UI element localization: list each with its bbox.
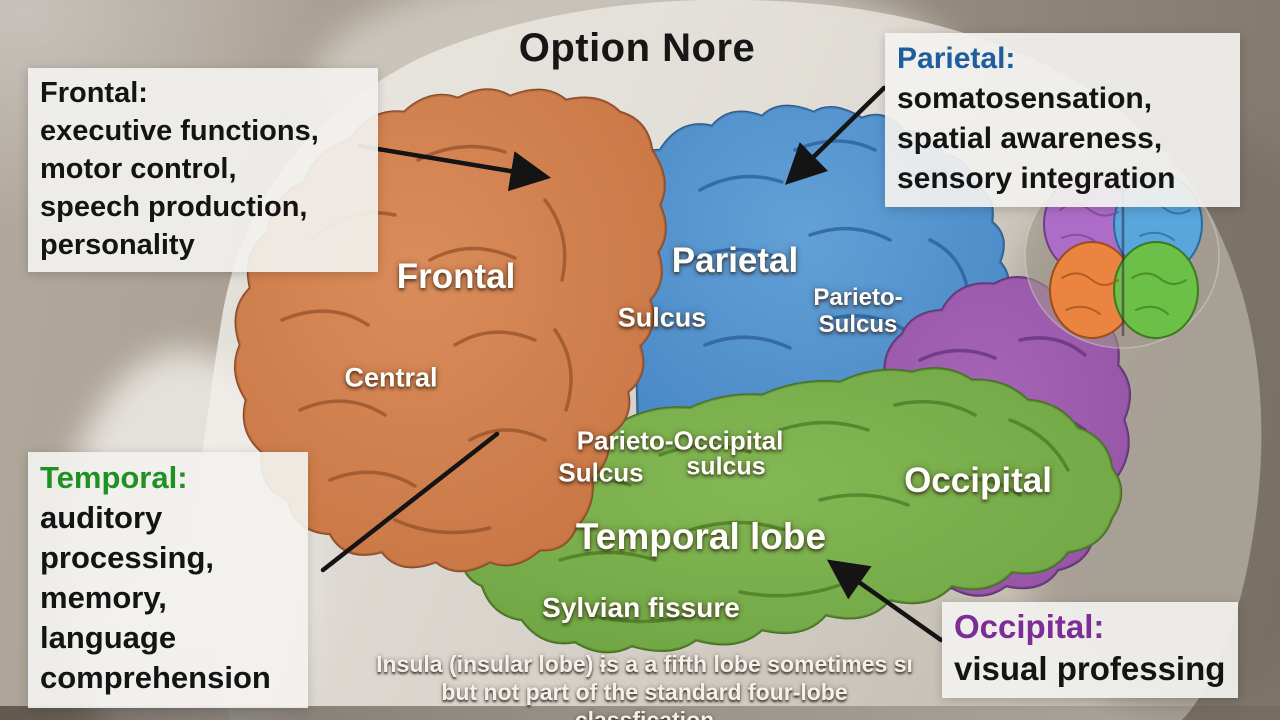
frontal-arrow — [357, 143, 552, 192]
parietal-annotation-title: Parietal: — [897, 42, 1016, 75]
bottom-edge-band — [0, 706, 1280, 720]
temporal-annotation-line: memory, — [40, 580, 167, 615]
occipital-annotation-title: Occipital: — [954, 608, 1105, 645]
temporal-lobe-label: Temporal lobe — [575, 516, 827, 557]
frontal-annotation-line: executive functions, — [40, 115, 319, 147]
parieto-sulcus-line1: Parieto- — [813, 284, 903, 311]
temporal-annotation-line: auditory — [40, 500, 163, 535]
parieto-sulcus-line2: Sulcus — [818, 311, 898, 338]
temporal-annotation-line: processing, — [40, 540, 214, 575]
temporal-pointer-line — [320, 431, 500, 573]
temporal-lobe-shape — [455, 367, 1123, 654]
parietal-lobe-label: Parietal — [671, 241, 799, 280]
temporal-annotation-line: comprehension — [40, 660, 271, 695]
insula-footnote-line1: Insula (insular lobe) ɨs a a fifth lobe … — [376, 651, 913, 677]
frontal-annotation-line: personality — [40, 229, 195, 261]
parieto-occipital-sulcus-word-left: Sulcus — [558, 457, 644, 488]
occipital-annotation-box: Occipital: visual professing — [942, 602, 1238, 698]
parieto-occipital-sulcus-word-right: sulcus — [686, 452, 766, 481]
frontal-annotation-box: Frontal: executive functions, motor cont… — [28, 68, 378, 272]
parietal-annotation-line: sensory integration — [897, 162, 1176, 195]
temporal-annotation-line: language — [40, 620, 177, 655]
insula-footnote-line2: but not part of the standard four-lobe c… — [441, 679, 848, 720]
frontal-lobe-label: Frontal — [396, 257, 516, 296]
frontal-annotation-line: motor control, — [40, 153, 237, 185]
occipital-arrow — [826, 559, 944, 643]
parietal-arrow — [784, 85, 887, 185]
page-title: Option Nore — [518, 26, 756, 70]
occipital-lobe-label: Occipital — [904, 461, 1052, 500]
central-sulcus-label-word1: Central — [344, 362, 438, 393]
parieto-sulcus-label: Parieto- Sulcus — [813, 284, 902, 338]
temporal-annotation-box: Temporal: auditory processing, memory, l… — [28, 452, 308, 708]
sylvian-fissure-label: Sylvian fissure — [542, 592, 740, 623]
parieto-occipital-sulcus-label: Parieto-Occipital — [576, 425, 784, 456]
parietal-annotation-line: spatial awareness, — [897, 122, 1163, 155]
brain-top-view-icon — [1024, 163, 1220, 349]
frontal-annotation-line: speech production, — [40, 191, 308, 223]
occipital-annotation-line: visual professing — [954, 650, 1226, 687]
parietal-annotation-line: somatosensation, — [897, 82, 1153, 115]
parietal-annotation-box: Parietal: somatosensation, spatial aware… — [885, 33, 1240, 207]
insula-footnote: Insula (insular lobe) ɨs a a fifth lobe … — [372, 650, 917, 720]
frontal-annotation-title: Frontal: — [40, 77, 148, 109]
central-sulcus-label-word2: Sulcus — [617, 302, 707, 333]
temporal-annotation-title: Temporal: — [40, 460, 188, 495]
